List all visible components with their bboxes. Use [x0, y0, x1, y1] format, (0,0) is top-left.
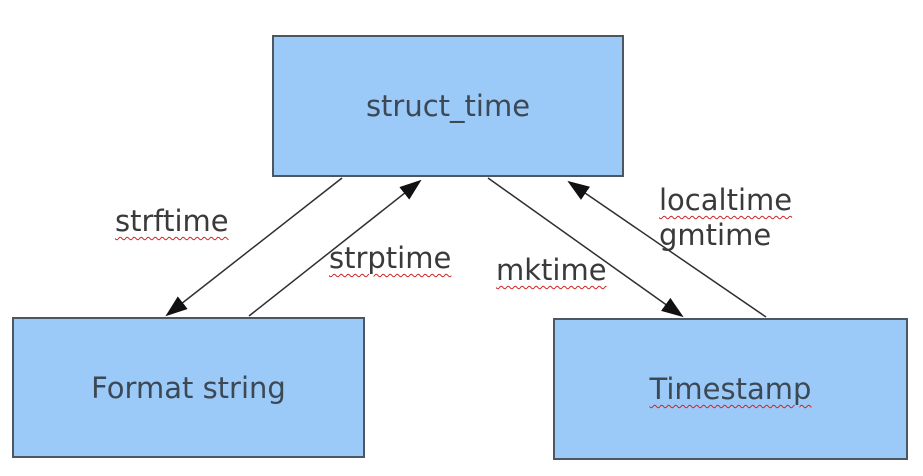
node-format-string: Format string [12, 317, 365, 458]
edge-label-mktime-text: mktime [496, 253, 607, 287]
edge-label-localtime-text: localtime [659, 183, 793, 217]
node-format-string-label: Format string [91, 370, 286, 405]
node-struct-time-label: struct_time [365, 89, 531, 123]
edge-label-strptime-text: strptime [329, 241, 452, 275]
edge-label-gmtime-text: gmtime [659, 218, 772, 252]
edge-label-strftime: strftime [115, 204, 229, 239]
edge-label-strftime-text: strftime [115, 204, 229, 238]
node-timestamp-label: Timestamp [649, 372, 812, 406]
edge-label-localtime-gmtime: localtime gmtime [659, 183, 792, 253]
arrow-strftime [165, 177, 343, 317]
node-struct-time: struct_time [272, 35, 624, 177]
edge-label-mktime: mktime [496, 253, 607, 288]
edge-label-strptime: strptime [329, 241, 451, 276]
node-timestamp: Timestamp [553, 318, 908, 460]
arrow-mktime [487, 177, 684, 318]
